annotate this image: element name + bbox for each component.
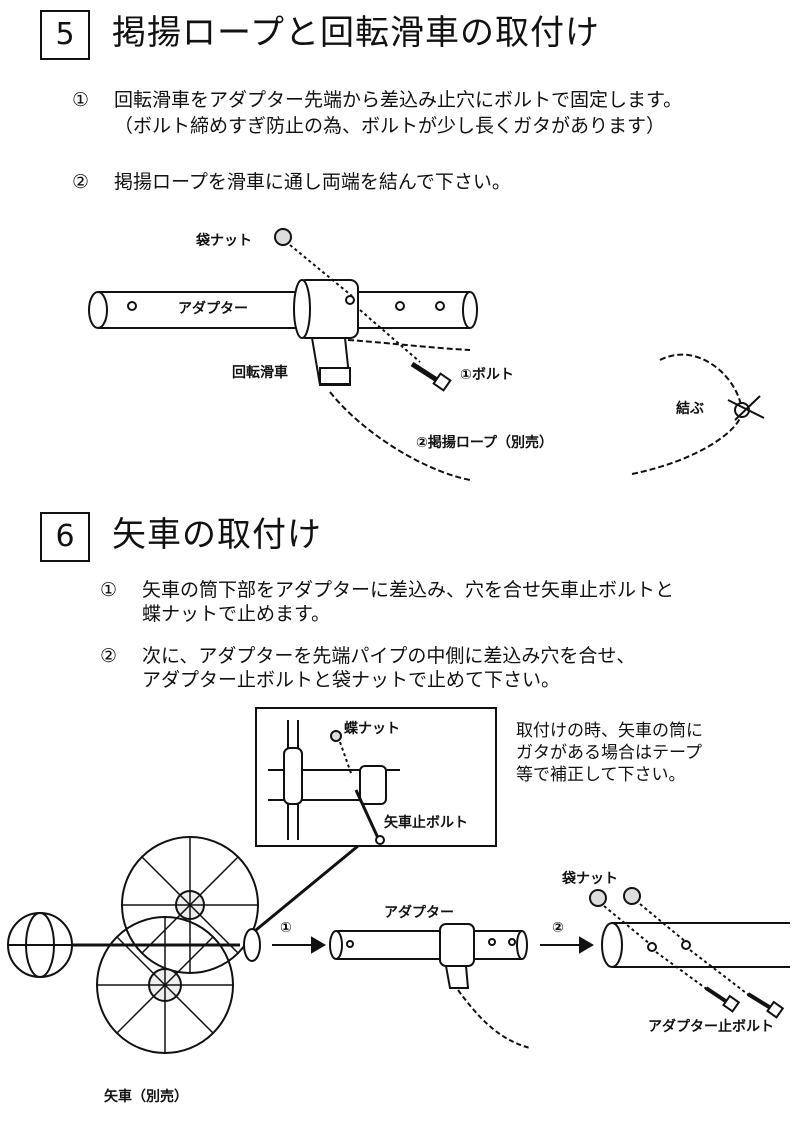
section5-illustration <box>88 228 765 481</box>
label-arrow-1: ① <box>280 920 292 936</box>
step-marker: ① <box>100 579 118 601</box>
label-rope: ②掲揚ロープ（別売） <box>416 435 554 451</box>
section5-title: 掲揚ロープと回転滑車の取付け <box>112 13 600 53</box>
note-line3: 等で補正して下さい。 <box>516 765 686 785</box>
section5-step1-line2: （ボルト締めすぎ防止の為、ボルトが少し長くガタがあります） <box>114 115 666 137</box>
label-cap-nut-6: 袋ナット <box>562 871 618 887</box>
label-adapter-bolt: アダプター止ボルト <box>648 1019 774 1035</box>
section6-step2-line2: アダプター止ボルトと袋ナットで止めて下さい。 <box>142 669 561 691</box>
section6-step1-line2: 蝶ナットで止めます。 <box>142 603 331 625</box>
label-pulley: 回転滑車 <box>232 365 288 381</box>
section5-number: 5 <box>40 10 90 60</box>
label-bolt: ①ボルト <box>460 367 514 383</box>
label-tie: 結ぶ <box>676 401 704 417</box>
label-yaguruma: 矢車（別売） <box>104 1089 188 1105</box>
label-cap-nut: 袋ナット <box>196 233 252 249</box>
label-adapter: アダプター <box>178 301 248 317</box>
step-marker: ② <box>100 645 118 667</box>
note-line1: 取付けの時、矢車の筒に <box>516 721 703 741</box>
label-wing-nut: 蝶ナット <box>344 721 400 737</box>
step-marker: ① <box>72 89 90 111</box>
label-adapter-6: アダプター <box>384 905 454 921</box>
label-arrow-2: ② <box>552 920 564 936</box>
section6-title: 矢車の取付け <box>112 515 322 555</box>
step-marker: ② <box>72 171 90 193</box>
label-yaguruma-bolt: 矢車止ボルト <box>384 815 468 831</box>
note-line2: ガタがある場合はテープ <box>516 743 702 763</box>
section6-number: 6 <box>40 512 90 562</box>
